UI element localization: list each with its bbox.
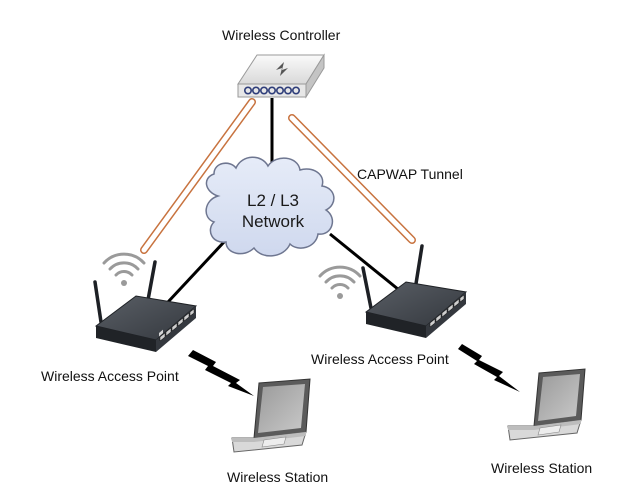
access-point-label-2: Wireless Access Point bbox=[311, 351, 449, 367]
station-label-1: Wireless Station bbox=[227, 469, 329, 485]
wifi-signal-icon-2 bbox=[318, 265, 362, 299]
wifi-signal-icon-1 bbox=[102, 252, 146, 286]
capwap-tunnel-right bbox=[288, 114, 416, 244]
cloud-icon bbox=[205, 156, 335, 257]
capwap-tunnel-left bbox=[140, 98, 256, 254]
network-label-line1: L2 / L3 bbox=[247, 191, 299, 210]
wireless-controller-icon bbox=[237, 53, 325, 99]
lightning-icon-2 bbox=[458, 344, 520, 392]
link-network-ap1 bbox=[166, 240, 226, 304]
laptop-icon-1 bbox=[231, 378, 311, 453]
access-point-icon-2 bbox=[361, 244, 468, 338]
access-point-label-1: Wireless Access Point bbox=[41, 368, 179, 384]
ap2-ports bbox=[429, 294, 465, 328]
link-network-ap2 bbox=[329, 232, 405, 296]
access-point-icon-1 bbox=[93, 260, 198, 352]
station-label-2: Wireless Station bbox=[491, 460, 593, 476]
network-label: L2 / L3 Network bbox=[222, 190, 324, 232]
lightning-icon-1 bbox=[188, 350, 254, 396]
laptop-icon-2 bbox=[507, 368, 586, 441]
controller-label: Wireless Controller bbox=[222, 27, 341, 43]
capwap-tunnel-label: CAPWAP Tunnel bbox=[357, 166, 463, 182]
ap1-ports bbox=[159, 308, 195, 342]
network-label-line2: Network bbox=[241, 212, 305, 231]
